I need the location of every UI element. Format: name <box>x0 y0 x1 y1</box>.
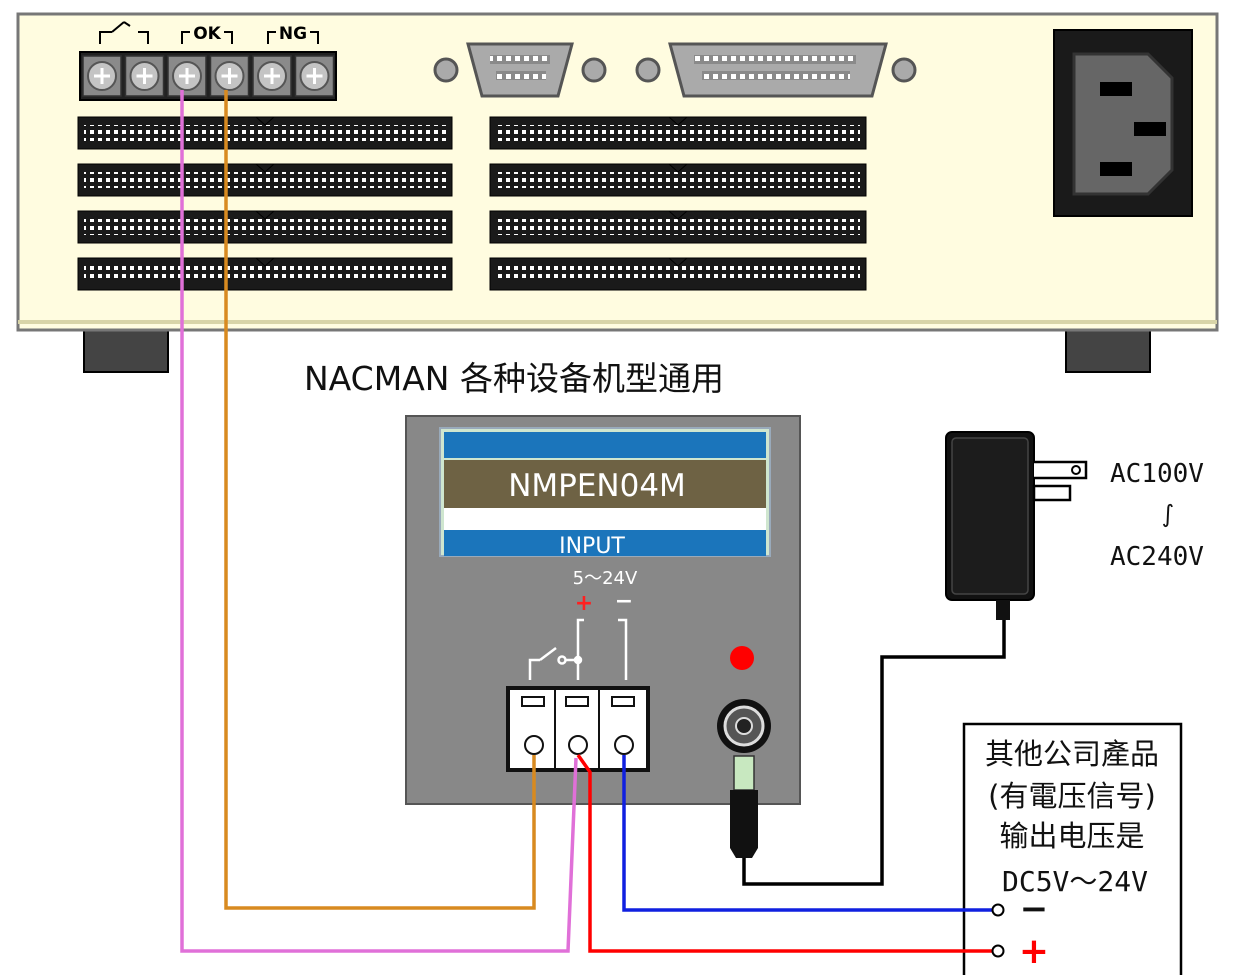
io-header-connectors <box>77 116 867 291</box>
relay-label-group <box>99 21 319 44</box>
other-product-plus-sign: + <box>1019 931 1049 972</box>
module-model-name: NMPEN04M <box>508 468 686 504</box>
ribbon-header <box>77 116 453 150</box>
ribbon-header <box>77 163 453 197</box>
other-product-minus-sign: − <box>1020 889 1049 929</box>
other-product-output-label: 输出电压是 <box>999 819 1144 853</box>
module-minus-mark: − <box>615 589 633 614</box>
ribbon-header <box>77 257 453 291</box>
module-input-terminal <box>506 686 650 772</box>
ac-power-inlet <box>1053 29 1193 217</box>
dc-power-jack <box>717 699 771 753</box>
ac-input-low: AC100V <box>1110 459 1204 489</box>
other-product-subtitle: (有電压信号) <box>988 779 1156 813</box>
wiring <box>180 90 1006 953</box>
other-product-voltage: DC5V～24V <box>1002 865 1148 898</box>
ac-range-mark: ∫ <box>1162 500 1175 528</box>
ribbon-header <box>77 210 453 244</box>
dc-plug <box>730 755 758 858</box>
other-product-title: 其他公司產品 <box>985 737 1159 771</box>
input-switch-symbol <box>528 618 628 680</box>
wire-black <box>742 620 1006 886</box>
module-input-label: INPUT <box>559 534 625 559</box>
nmpen04m-module: NMPEN04M INPUT 5～24V + − <box>405 415 801 805</box>
relay-terminal-block <box>79 51 337 101</box>
relay-label-ng: NG <box>279 24 307 44</box>
other-product-plus-terminal <box>991 944 1005 958</box>
module-plus-mark: + <box>575 591 593 616</box>
module-voltage-range: 5～24V <box>573 568 638 589</box>
terminal-screw <box>252 55 292 97</box>
terminal-screw <box>209 55 250 97</box>
main-device: OK NG <box>16 12 1219 373</box>
other-product-box <box>962 722 1183 975</box>
other-product-minus-terminal <box>991 903 1005 917</box>
compatibility-caption: NACMAN 各种设备机型通用 <box>304 359 724 398</box>
ribbon-header <box>489 257 867 291</box>
db9-connector <box>433 42 607 98</box>
terminal-screw <box>82 55 122 97</box>
db25-connector <box>635 42 917 98</box>
relay-label-ok: OK <box>193 24 221 44</box>
terminal-screw <box>294 55 335 97</box>
device-foot-right <box>1065 329 1151 373</box>
device-foot-left <box>83 329 169 373</box>
ribbon-header <box>489 210 867 244</box>
wire-blue <box>622 755 998 912</box>
ac-input-high: AC240V <box>1110 542 1204 572</box>
ac-adapter <box>945 431 1088 620</box>
power-led-indicator <box>730 646 754 670</box>
ribbon-header <box>489 163 867 197</box>
ribbon-header <box>489 116 867 150</box>
terminal-screw <box>167 55 207 97</box>
wire-red <box>576 753 998 953</box>
wire-pink <box>180 90 578 953</box>
terminal-screw <box>124 55 165 97</box>
wire-orange <box>224 90 536 910</box>
